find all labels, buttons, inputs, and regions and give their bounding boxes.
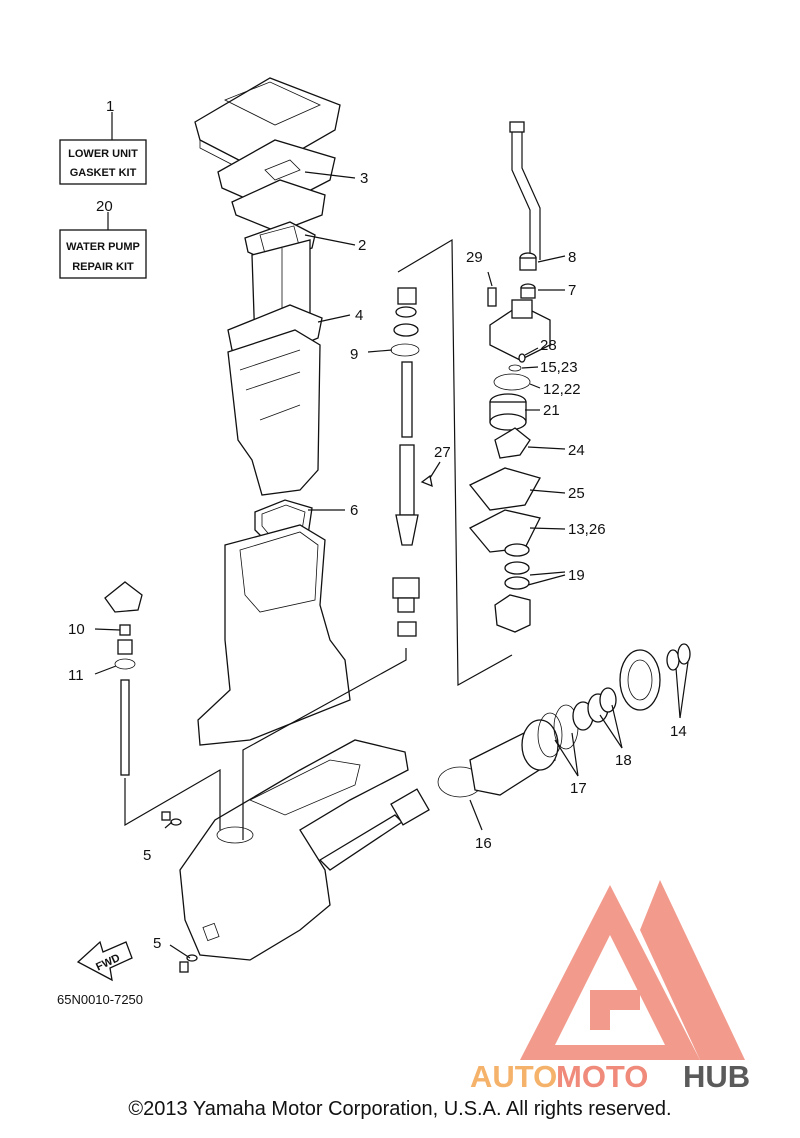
gasket-kit-box: [59, 112, 147, 185]
gearcase: [179, 739, 409, 961]
fwd-arrow-icon: [76, 940, 133, 982]
grommet-8: [519, 252, 537, 271]
shift-rod: [120, 679, 130, 776]
seals-14: [666, 643, 691, 671]
oring-12: [493, 373, 531, 391]
oil-seal-housing: [494, 594, 531, 633]
callout-29: 29: [466, 249, 483, 266]
lower-casing-upper: [197, 524, 351, 746]
callout-19: 19: [568, 567, 585, 584]
water-tube: [509, 121, 541, 260]
water-pump-kit-number: 20: [96, 198, 113, 215]
screw-5-upper: [161, 811, 182, 826]
driveshaft: [395, 361, 419, 546]
gasket-kit-line2: GASKET KIT: [70, 167, 137, 179]
callout-18: 18: [615, 752, 632, 769]
copyright-notice: ©2013 Yamaha Motor Corporation, U.S.A. A…: [128, 1098, 672, 1120]
callout-11: 11: [68, 667, 84, 684]
callout-5-upper: 5: [143, 847, 151, 864]
part-code: 65N0010-7250: [57, 992, 143, 1007]
gasket-kit-number: 1: [106, 98, 114, 115]
callout-28: 28: [540, 337, 557, 354]
water-pump-kit-box: [59, 212, 147, 279]
callout-4: 4: [355, 307, 363, 324]
driveshaft-bearing-top: [393, 287, 419, 337]
insert-cartridge-21: [489, 393, 527, 431]
driveshaft-group-bracket: [397, 238, 513, 687]
impeller-24: [494, 427, 531, 459]
callout-16: 16: [475, 835, 492, 852]
o-ring-9: [390, 343, 420, 357]
bearings-18: [572, 687, 617, 731]
outer-plate-25: [468, 467, 541, 511]
callout-12-22: 12,22: [543, 381, 581, 398]
callout-13-26: 13,26: [568, 521, 606, 538]
callout-25: 25: [568, 485, 585, 502]
oil-seal-10: [119, 624, 131, 636]
callout-8: 8: [568, 249, 576, 266]
pin-28-oring-15: [508, 353, 526, 372]
key-27: [420, 474, 433, 488]
leader-lines: [94, 171, 689, 959]
shift-rod-bushing: [117, 639, 133, 655]
bolt-29: [487, 287, 497, 307]
grommet-7: [520, 283, 536, 299]
callout-15-23: 15,23: [540, 359, 578, 376]
automotohub-logo: [520, 880, 745, 1060]
oil-seals-19: [504, 543, 530, 590]
callout-14: 14: [670, 723, 687, 740]
callout-17: 17: [570, 780, 587, 797]
exhaust-spacer: [231, 179, 326, 233]
callout-24: 24: [568, 442, 585, 459]
callout-9: 9: [350, 346, 358, 363]
driveshaft-lead: [242, 648, 407, 840]
screw-5-lower: [179, 954, 198, 973]
o-ring-11: [114, 658, 136, 670]
logo-text-auto: AUTO: [470, 1059, 557, 1090]
callout-5-lower: 5: [153, 935, 161, 952]
thrust-washer: [619, 649, 661, 711]
logo-text-moto: MOTO: [556, 1059, 648, 1090]
callout-3: 3: [360, 170, 368, 187]
water-pump-kit-line1: WATER PUMP: [66, 241, 140, 253]
water-pump-kit-line2: REPAIR KIT: [72, 261, 134, 273]
driveshaft-bearing-lower: [392, 577, 420, 637]
callout-10: 10: [68, 621, 85, 638]
exploded-parts-diagram: AUTO MOTO HUB 1 LOWER UNIT GASKET KIT 20…: [57, 77, 750, 1094]
pump-housing: [489, 299, 551, 361]
callout-7: 7: [568, 282, 576, 299]
shift-rod-cover: [104, 581, 143, 613]
propeller-housing-16: [437, 719, 559, 798]
propeller-shaft: [318, 788, 430, 871]
callout-2: 2: [358, 237, 366, 254]
gasket-13: [468, 509, 541, 553]
callout-6: 6: [350, 502, 358, 519]
upper-casing-body: [227, 329, 321, 496]
callout-27: 27: [434, 444, 451, 461]
callout-21: 21: [543, 402, 560, 419]
logo-text-hub: HUB: [683, 1059, 750, 1090]
gasket-kit-line1: LOWER UNIT: [68, 148, 138, 160]
shift-rod-lead: [124, 768, 221, 830]
